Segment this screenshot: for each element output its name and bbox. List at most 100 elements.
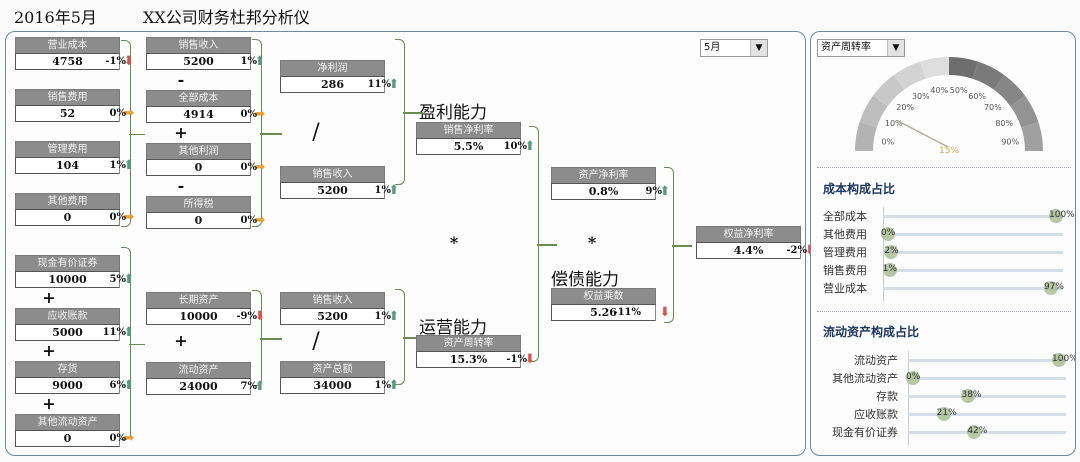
arrow-up-icon: ⬆ (250, 54, 266, 70)
bar-label: 应收账款 (854, 408, 898, 421)
bracket (121, 247, 145, 440)
bar-track (908, 395, 1066, 398)
bar-row: 其他流动资产 0% (811, 369, 1075, 387)
arrow-right-icon: ➡ (119, 210, 135, 226)
metric-label: 销售收入 (146, 37, 251, 53)
metric-value[interactable]: 10000 (146, 308, 251, 325)
bar-track (883, 287, 1063, 290)
metric-value[interactable]: 34000 (280, 377, 385, 394)
divide-operator: / (312, 329, 320, 354)
chevron-down-icon[interactable]: ▼ (750, 40, 767, 56)
gauge-tick-label: 70% (984, 103, 1002, 112)
metric-value[interactable]: 0 (146, 212, 251, 229)
change-percent: -1% (506, 354, 527, 365)
metric-value[interactable]: 4.4% (696, 242, 801, 259)
arrow-up-icon: ⬆ (384, 183, 400, 199)
metric-value[interactable]: 24000 (146, 378, 251, 395)
metric-value[interactable]: 5200 (280, 182, 385, 199)
bar-value: 100% (1052, 354, 1076, 364)
gauge-tick-label: 60% (968, 92, 986, 101)
arrow-up-icon: ⬆ (119, 272, 135, 288)
gauge-tick-label: 30% (912, 92, 930, 101)
bar-value: 0% (906, 372, 921, 382)
plus-operator: + (42, 394, 56, 413)
chart-axis (908, 351, 909, 445)
plus-operator: + (42, 341, 56, 360)
metric-value[interactable]: 5200 (280, 308, 385, 325)
metric-value[interactable]: 5200 (146, 53, 251, 70)
metric-label: 资产周转率 (416, 335, 521, 351)
change-percent: -2% (786, 245, 807, 256)
metric-value[interactable]: 4758 (15, 53, 120, 70)
change-percent: 0% (240, 162, 257, 173)
metric-value[interactable]: 5.26 (551, 304, 656, 321)
metric-value[interactable]: 4914 (146, 106, 251, 123)
gauge-tick-label: 10% (885, 119, 903, 128)
gauge-segment (859, 95, 888, 128)
change-percent: 1% (240, 56, 257, 67)
cost-composition-title: 成本构成占比 (823, 182, 896, 196)
metric-value[interactable]: 10000 (15, 271, 120, 288)
metric-value[interactable]: 52 (15, 105, 120, 122)
bar-track (908, 377, 1066, 380)
metric-label: 净利润 (280, 60, 385, 76)
metric-value[interactable]: 5000 (15, 324, 120, 341)
metric-label: 其他流动资产 (15, 414, 120, 430)
bar-label: 现金有价证券 (832, 426, 898, 439)
bar-label: 营业成本 (823, 282, 867, 295)
bar-marker (1043, 281, 1058, 295)
bar-track (908, 359, 1066, 362)
bracket (664, 167, 692, 323)
bar-track (908, 413, 1066, 416)
change-percent: 1% (374, 311, 391, 322)
gauge-tick-label: 20% (896, 103, 914, 112)
arrow-up-icon: ⬆ (119, 378, 135, 394)
metric-label: 销售收入 (280, 166, 385, 182)
bar-marker (961, 389, 976, 403)
bar-track (883, 233, 1063, 236)
change-percent: 7% (240, 381, 257, 392)
plus-operator: + (174, 123, 188, 142)
chart-axis (883, 207, 884, 301)
metric-value[interactable]: 5.5% (416, 138, 521, 155)
gauge-segment (893, 61, 926, 90)
bar-label: 其他流动资产 (832, 372, 898, 385)
metric-value[interactable]: 15.3% (416, 351, 521, 368)
metric-value[interactable]: 104 (15, 157, 120, 174)
month-select[interactable]: 5月 ▼ (700, 39, 768, 57)
metric-label: 其他利润 (146, 143, 251, 159)
gauge-segment (1010, 95, 1039, 128)
change-percent: 1% (374, 380, 391, 391)
gauge-tick-label: 0% (881, 137, 894, 146)
change-percent: 0% (240, 215, 257, 226)
minus-operator: - (177, 176, 185, 195)
gauge-segment (919, 57, 949, 79)
metric-select[interactable]: 资产周转率 ▼ (817, 39, 905, 57)
metric-label: 其他费用 (15, 193, 120, 209)
change-percent: 1% (374, 185, 391, 196)
chevron-down-icon[interactable]: ▼ (887, 40, 904, 56)
metric-value[interactable]: 9000 (15, 377, 120, 394)
metric-label: 权益乘数 (551, 288, 656, 304)
gauge-segment (972, 61, 1005, 90)
plus-operator: + (174, 331, 188, 350)
bracket (395, 289, 423, 385)
arrow-up-icon: ⬆ (384, 77, 400, 93)
change-percent: 0% (240, 109, 257, 120)
metric-value[interactable]: 0.8% (551, 183, 656, 200)
metric-label: 销售净利率 (416, 122, 521, 138)
bar-marker (967, 425, 982, 439)
change-percent: 0% (109, 433, 126, 444)
